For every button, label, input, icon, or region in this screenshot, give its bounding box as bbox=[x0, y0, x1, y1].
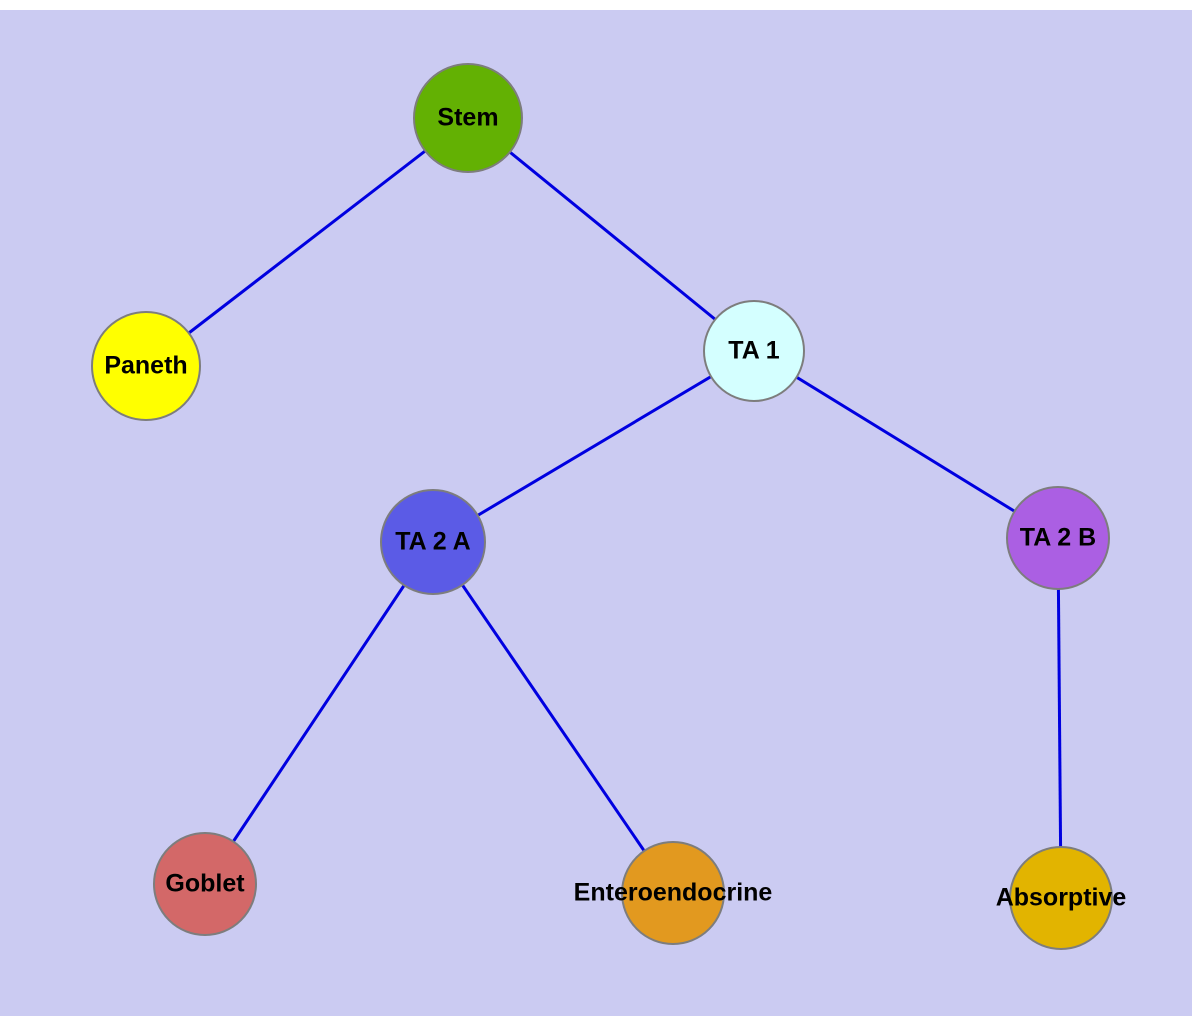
node-label-paneth: Paneth bbox=[104, 351, 188, 380]
graph-node-goblet[interactable]: Goblet bbox=[153, 832, 257, 936]
graph-node-ta2a[interactable]: TA 2 A bbox=[380, 489, 486, 595]
node-label-absorptive: Absorptive bbox=[995, 883, 1127, 912]
node-label-goblet: Goblet bbox=[165, 869, 245, 898]
bottom-page-margin bbox=[0, 1016, 1192, 1023]
node-label-ta2b: TA 2 B bbox=[1019, 523, 1097, 552]
graph-node-ta2b[interactable]: TA 2 B bbox=[1006, 486, 1110, 590]
graph-node-ta1[interactable]: TA 1 bbox=[703, 300, 805, 402]
node-label-stem: Stem bbox=[437, 103, 499, 132]
graph-node-stem[interactable]: Stem bbox=[413, 63, 523, 173]
edge-ta1-to-ta2b[interactable] bbox=[753, 349, 1059, 540]
edge-ta1-to-ta2a[interactable] bbox=[432, 349, 755, 544]
graph-node-enteroendocrine[interactable]: Enteroendocrine bbox=[574, 841, 772, 945]
node-label-enteroendocrine: Enteroendocrine bbox=[573, 878, 773, 907]
edge-ta2a-to-goblet[interactable] bbox=[203, 541, 435, 885]
edge-stem-to-paneth[interactable] bbox=[145, 116, 469, 368]
edge-ta2b-to-absorptive[interactable] bbox=[1056, 537, 1063, 899]
graph-node-absorptive[interactable]: Absorptive bbox=[996, 846, 1126, 950]
graph-node-paneth[interactable]: Paneth bbox=[91, 311, 201, 421]
edge-ta2a-to-enteroendocrine[interactable] bbox=[431, 541, 675, 894]
edge-stem-to-ta1[interactable] bbox=[467, 116, 755, 353]
top-page-margin bbox=[0, 0, 1192, 10]
node-label-ta2a: TA 2 A bbox=[395, 527, 471, 556]
node-label-ta1: TA 1 bbox=[728, 336, 780, 365]
